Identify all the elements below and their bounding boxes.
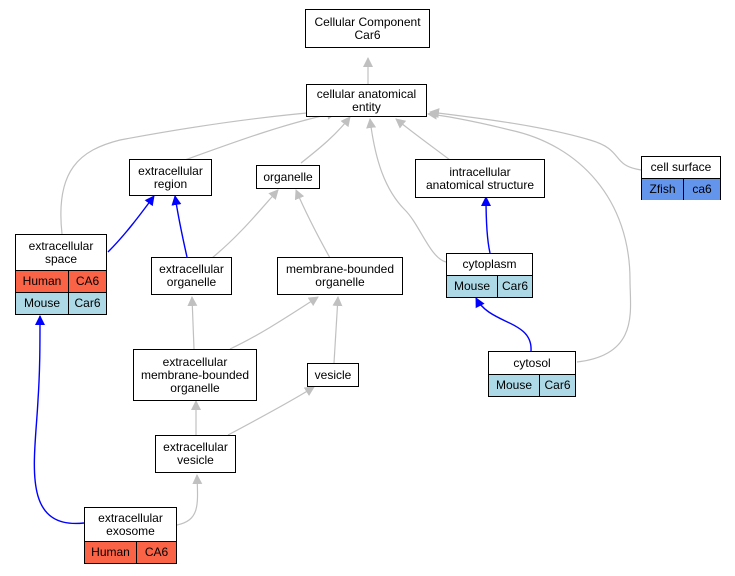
card-title: cytosol [513,355,551,370]
node-extracellular-region[interactable]: extracellular region [129,159,212,196]
edge-exmbo-to-exorganelle [187,296,198,350]
edge-cytoplasm-to-intracellular [481,196,492,254]
node-organelle[interactable]: organelle [256,165,320,189]
edge-organelle-to-cae [300,116,351,164]
card-cytoplasm[interactable]: cytoplasm Mouse Car6 [446,253,533,298]
node-cellular-anatomical-entity[interactable]: cellular anatomical entity [306,84,427,117]
edge-exorganelle-to-organelle [211,189,279,259]
gene-label: CA6 [136,542,176,563]
card-title: cell surface [650,160,712,174]
species-row: Mouse Car6 [447,275,532,297]
edge-vesicle-to-mbo [332,296,343,364]
species-row: Mouse Car6 [16,292,106,314]
gene-label: Car6 [539,375,575,396]
species-label: Mouse [489,375,539,396]
gene-label: Car6 [497,276,532,297]
species-label: Human [16,271,68,292]
card-extracellular-space[interactable]: extracellular space Human CA6 Mouse Car6 [15,234,107,315]
card-title: cytoplasm [462,257,517,271]
edge-cellsurface-to-cae [429,108,642,171]
card-extracellular-exosome[interactable]: extracellular exosome Human CA6 [84,507,177,564]
card-title: extracellular exosome [98,510,163,538]
edge-exosome-to-exvesicle [176,474,203,526]
card-title: extracellular space [28,238,94,266]
node-extracellular-membrane-bounded-organelle[interactable]: extracellular membrane-bounded organelle [133,349,257,401]
edge-cytosol-to-cae [427,109,632,363]
species-row: Human CA6 [85,541,176,563]
card-cell-surface[interactable]: cell surface Zfish ca6 [641,156,721,200]
node-cellular-component[interactable]: Cellular Component Car6 [305,9,430,48]
edge-exvesicle-to-vesicle [227,386,315,436]
gene-label: ca6 [683,179,720,200]
node-vesicle[interactable]: vesicle [307,363,359,387]
species-row: Mouse Car6 [489,374,575,396]
species-row: Zfish ca6 [642,178,720,200]
edge-intracellular-to-cae [395,118,451,161]
species-label: Mouse [447,276,497,297]
species-label: Mouse [16,293,68,314]
species-label: Zfish [642,179,683,200]
edge-exmbo-to-mbo [229,296,319,350]
edge-exspace-to-exregion [107,195,155,253]
edge-exosome-to-exspace [33,315,85,525]
node-membrane-bounded-organelle[interactable]: membrane-bounded organelle [277,257,403,295]
species-label: Human [85,542,136,563]
edge-mbo-to-organelle [294,189,331,259]
node-intracellular-anatomical-structure[interactable]: intracellular anatomical structure [415,159,545,198]
gene-label: CA6 [68,271,106,292]
edge-exspace-to-cae [60,107,319,235]
species-row: Human CA6 [16,270,106,292]
edge-exorganelle-to-exregion [171,195,188,258]
card-cytosol[interactable]: cytosol Mouse Car6 [488,351,576,397]
edge-cytoplasm-to-cae [366,118,447,263]
edge-cytosol-to-cytoplasm [475,297,532,352]
node-extracellular-vesicle[interactable]: extracellular vesicle [155,435,236,473]
gene-label: Car6 [68,293,106,314]
node-extracellular-organelle[interactable]: extracellular organelle [151,257,232,295]
